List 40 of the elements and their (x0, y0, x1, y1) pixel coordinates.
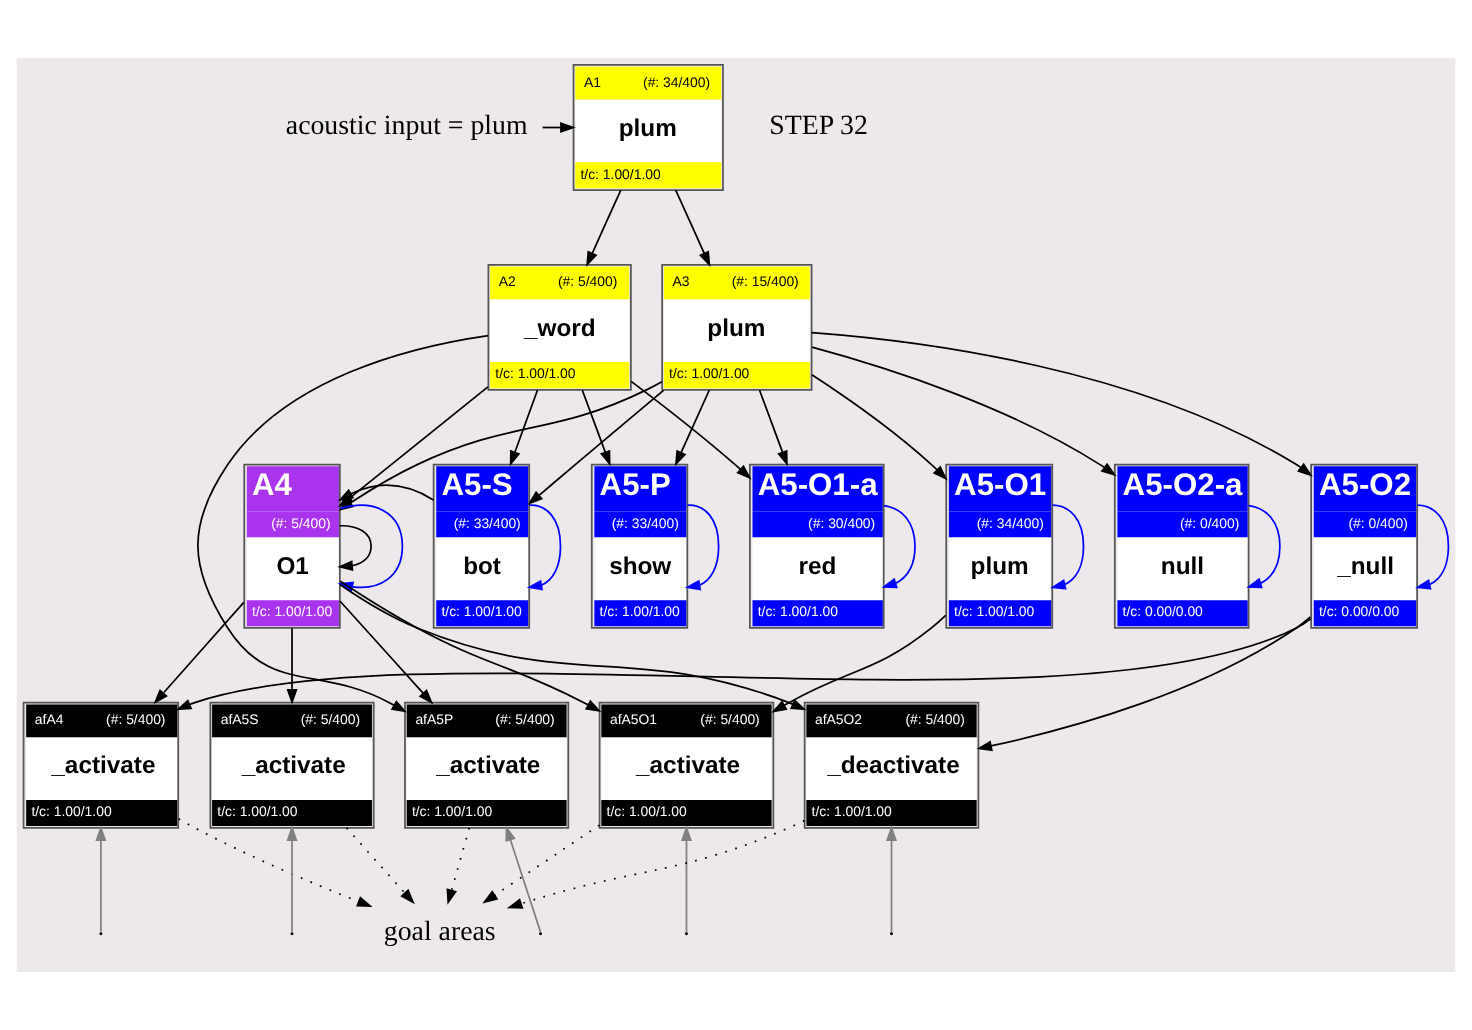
arrow (674, 389, 711, 467)
arrow (506, 819, 806, 909)
arrow (684, 504, 720, 591)
label: STEP 32 (769, 112, 868, 143)
arrow (681, 825, 692, 933)
arrow (95, 825, 107, 933)
arrow (811, 373, 948, 481)
arrow (337, 524, 372, 572)
arrow (527, 389, 665, 506)
arrow (1246, 504, 1281, 589)
arrow (197, 334, 490, 713)
arrow (881, 504, 916, 589)
arrow (581, 389, 611, 467)
arrow (586, 189, 622, 267)
arrow (337, 484, 435, 502)
arrow (177, 817, 373, 908)
node-text: acoustic input = plum (285, 112, 528, 143)
arrow (1415, 504, 1450, 590)
arrow (541, 122, 576, 133)
arrow (976, 616, 1312, 752)
arrow (810, 331, 1313, 477)
arrow (286, 627, 298, 705)
arrow (771, 614, 947, 713)
arrow (509, 389, 539, 467)
arrow (153, 601, 245, 705)
arrow (811, 346, 1117, 477)
arrow (674, 189, 711, 267)
node-text: goal areas (383, 918, 496, 949)
arrow (526, 504, 562, 591)
arrow (482, 824, 601, 904)
arrow (286, 825, 298, 933)
arrow (345, 827, 415, 905)
arrow (1050, 504, 1085, 590)
arrow (339, 600, 434, 705)
arrow (886, 825, 897, 933)
arrow (630, 380, 752, 480)
arrow (505, 825, 542, 933)
arrow (175, 617, 1312, 711)
arrow (446, 827, 471, 905)
arrow (758, 389, 788, 467)
